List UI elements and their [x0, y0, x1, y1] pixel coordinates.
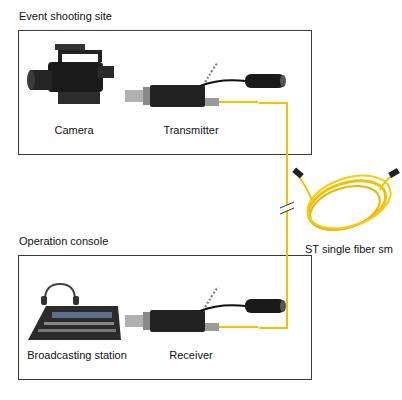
fiber-stub: [219, 101, 258, 103]
power-cable: [200, 305, 246, 311]
camera-body: [48, 62, 103, 92]
power-cable: [200, 80, 246, 86]
bnc-connector: [125, 315, 143, 327]
camera-viewfinder: [98, 66, 114, 78]
box-heading: Operation console: [19, 235, 108, 247]
cable-label: ST single fiber sm: [305, 243, 393, 255]
camera-grip: [58, 92, 100, 104]
headset-ear: [41, 296, 47, 305]
device-label: Receiver: [113, 349, 269, 361]
camera-illustration: [27, 44, 114, 104]
box-heading: Event shooting site: [19, 10, 112, 22]
fiber-cable: [259, 103, 287, 328]
st-connector: [292, 167, 304, 178]
console-keys: [38, 329, 116, 332]
bnc-nut: [143, 87, 151, 105]
device-label: Transmitter: [113, 124, 269, 136]
receiver-illustration: [125, 287, 286, 332]
break-slash: [280, 202, 294, 208]
console-keys: [44, 322, 114, 325]
fiber-stub: [219, 326, 258, 328]
camera-mic: [55, 44, 85, 50]
headset-ear: [73, 296, 79, 305]
camera-lens-front: [27, 70, 35, 90]
transmitter-illustration: [125, 62, 286, 107]
device-body: [150, 85, 205, 107]
fiber-connector: [205, 323, 219, 331]
power-jack-opening: [280, 75, 286, 87]
device-box: Broadcasting station: [21, 276, 133, 361]
device-box: Transmitter: [123, 56, 259, 136]
console-screen: [52, 312, 112, 318]
device-label: Camera: [19, 124, 129, 136]
console-panel: [28, 306, 121, 340]
st-connector: [388, 168, 400, 178]
power-jack: [245, 299, 285, 313]
coil-tail: [300, 178, 312, 200]
fiber-coil-illustration: [292, 166, 400, 238]
coil-tail: [380, 176, 392, 190]
headset-band: [45, 284, 75, 300]
bnc-nut: [143, 312, 151, 330]
console-illustration: [28, 284, 121, 340]
power-jack: [245, 74, 285, 88]
device-box: Camera: [29, 46, 119, 136]
site-box: Event shooting siteCameraTransmitter: [18, 30, 312, 155]
coil-loop: [305, 178, 386, 238]
coil-loop: [301, 166, 398, 238]
device-body: [150, 310, 205, 332]
fiber-connector: [205, 98, 219, 106]
bnc-connector: [125, 90, 143, 102]
site-box: Operation consoleBroadcasting stationRec…: [18, 255, 312, 380]
device-label: Broadcasting station: [11, 349, 143, 361]
break-slash: [280, 208, 294, 214]
camera-handle: [60, 52, 100, 62]
power-jack-opening: [280, 300, 286, 312]
line-gap: [279, 205, 295, 211]
device-box: Receiver: [123, 281, 259, 361]
